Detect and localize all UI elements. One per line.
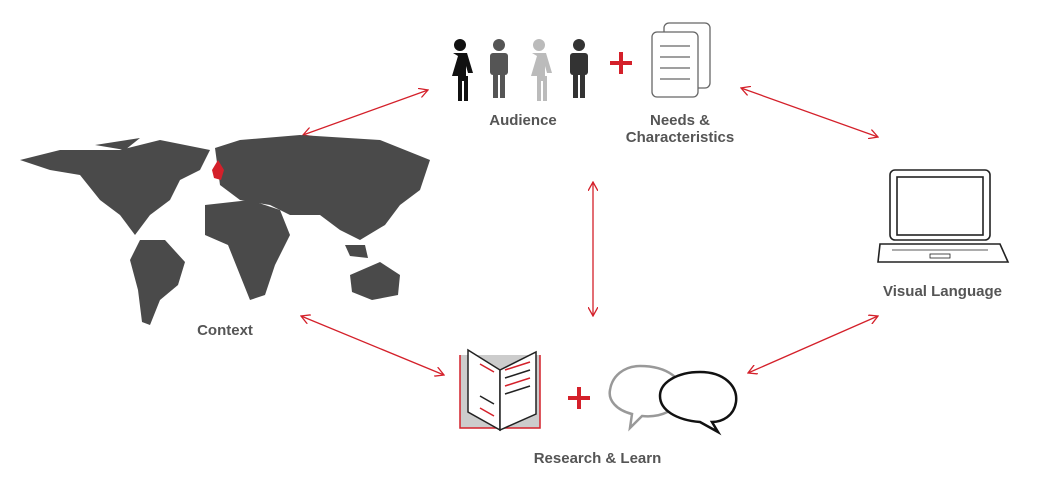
needs-label-line1: Needs &: [649, 112, 711, 129]
speech-bubbles-icon: [608, 364, 738, 436]
audience-icons: [452, 39, 588, 101]
book-icon: [459, 348, 541, 432]
man-icon: [490, 39, 508, 98]
arrow-needs-visual: [741, 88, 878, 137]
woman-icon: [531, 39, 552, 101]
research-learn-label: Research & Learn: [533, 450, 662, 467]
laptop-icon: [877, 169, 1010, 263]
needs-label-line2: Characteristics: [625, 129, 735, 146]
woman-icon: [452, 39, 473, 101]
world-map-icon: [20, 135, 430, 325]
context-label: Context: [197, 322, 253, 339]
arrow-visual-research: [748, 316, 878, 373]
needs-label: Needs & Characteristics: [610, 112, 750, 146]
visual-language-label: Visual Language: [883, 283, 1002, 300]
plus-icon: [568, 387, 590, 409]
plus-icon: [610, 52, 632, 74]
arrow-context-research: [301, 316, 444, 375]
man-icon: [570, 39, 588, 98]
documents-icon: [651, 22, 711, 98]
arrow-context-audience: [303, 90, 428, 135]
audience-label: Audience: [489, 112, 557, 129]
